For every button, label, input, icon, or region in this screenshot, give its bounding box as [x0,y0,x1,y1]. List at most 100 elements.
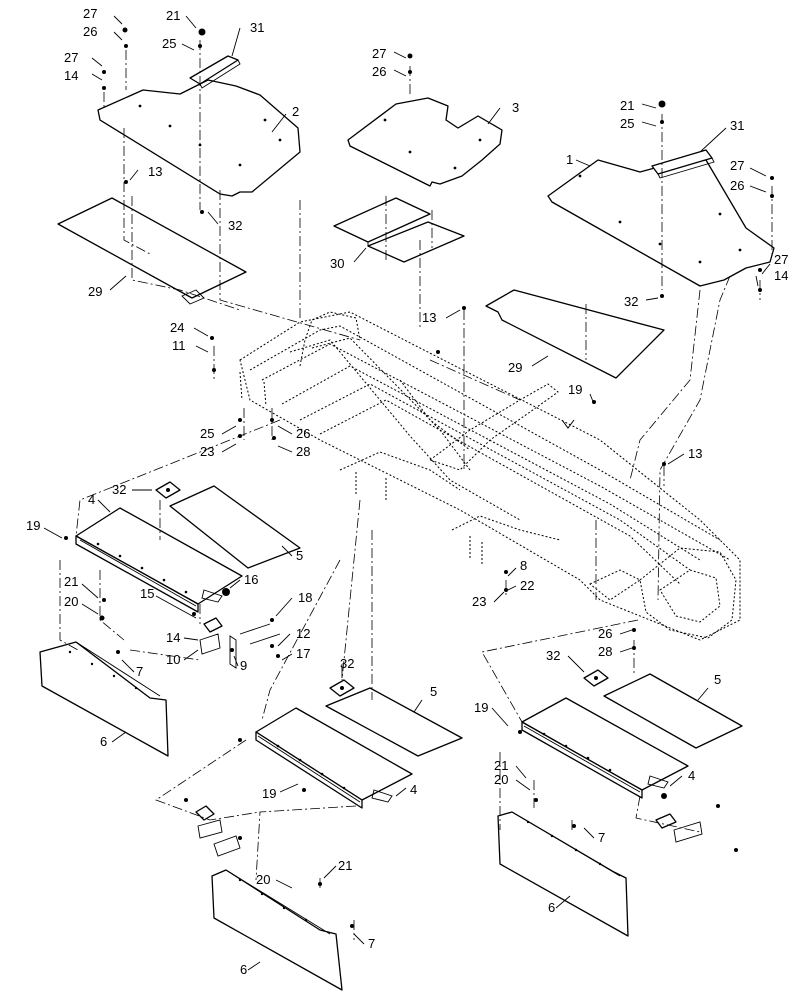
callout-20: 20 [64,594,78,609]
part-3-cover-panel [347,97,503,187]
callout-31: 31 [730,118,744,133]
callout-14: 14 [774,268,788,283]
callout-32: 32 [546,648,560,663]
callout-11: 11 [172,338,186,353]
part-5-mat-center [325,687,463,757]
callout-5: 5 [714,672,721,687]
callout-32: 32 [228,218,242,233]
callout-26: 26 [296,426,310,441]
callout-16: 16 [244,572,258,587]
part-2-cover-panel [97,79,301,197]
latch-hardware-left [199,617,281,669]
callout-21: 21 [64,574,78,589]
callout-20: 20 [494,772,508,787]
callout-19: 19 [26,518,40,533]
callout-6: 6 [548,900,555,915]
callout-19: 19 [262,786,276,801]
callout-9: 9 [240,658,247,673]
callout-32: 32 [340,656,354,671]
callout-4: 4 [88,492,95,507]
callout-31: 31 [250,20,264,35]
callout-13: 13 [422,310,436,325]
part-32-plate-center [329,679,355,697]
latch-hardware-center [184,798,242,857]
assembly-centerlines [59,40,773,940]
callout-25: 25 [162,36,176,51]
callout-27: 27 [64,50,78,65]
callout-28: 28 [598,644,612,659]
callout-26: 26 [372,64,386,79]
callout-28: 28 [296,444,310,459]
callout-20: 20 [256,872,270,887]
callout-labels: 27 26 21 25 31 27 14 2 13 32 29 27 26 3 … [26,6,788,977]
part-4-floor-center [255,707,413,809]
callout-32: 32 [624,294,638,309]
part-29-insulation-left [57,197,247,305]
callout-27: 27 [372,46,386,61]
callout-8: 8 [520,558,527,573]
callout-23: 23 [200,444,214,459]
callout-25: 25 [200,426,214,441]
part-6-mudflap-left [39,641,169,757]
callout-19: 19 [568,382,582,397]
callout-19: 19 [474,700,488,715]
part-32-plate-left [155,481,181,499]
callout-14: 14 [64,68,78,83]
callout-7: 7 [598,830,605,845]
callout-26: 26 [730,178,744,193]
callout-21: 21 [338,858,352,873]
callout-25: 25 [620,116,634,131]
part-5-mat-right [603,673,743,749]
callout-27: 27 [730,158,744,173]
callout-7: 7 [368,936,375,951]
callout-4: 4 [410,782,417,797]
callout-22: 22 [520,578,534,593]
part-4-floor-right [521,697,689,799]
callout-32: 32 [112,482,126,497]
callout-26: 26 [598,626,612,641]
callout-14: 14 [166,630,180,645]
callout-18: 18 [298,590,312,605]
callout-leaders [43,15,771,971]
callout-24: 24 [170,320,184,335]
callout-1: 1 [566,152,573,167]
callout-27: 27 [774,252,788,267]
callout-4: 4 [688,768,695,783]
callout-5: 5 [430,684,437,699]
callout-6: 6 [240,962,247,977]
main-frame [239,311,741,641]
callout-3: 3 [512,100,519,115]
callout-13: 13 [148,164,162,179]
callout-2: 2 [292,104,299,119]
callout-7: 7 [136,664,143,679]
hardware-fasteners [64,27,774,928]
part-32-plate-right [583,669,609,687]
callout-26: 26 [83,24,97,39]
part-30-insulation-center [333,197,465,263]
callout-10: 10 [166,652,180,667]
callout-30: 30 [330,256,344,271]
part-6-mudflap-right [497,811,629,937]
callout-29: 29 [88,284,102,299]
latch-hardware-right [655,804,738,852]
part-31-bracket-right [651,149,715,179]
callout-21: 21 [620,98,634,113]
callout-21: 21 [166,8,180,23]
callout-23: 23 [472,594,486,609]
callout-27: 27 [83,6,97,21]
part-29-insulation-right [485,289,665,379]
callout-6: 6 [100,734,107,749]
part-5-mat-left [169,485,301,569]
part-1-cover-panel [547,159,775,287]
callout-5: 5 [296,548,303,563]
callout-17: 17 [296,646,310,661]
part-6-mudflap-center [211,869,343,991]
callout-21: 21 [494,758,508,773]
callout-15: 15 [140,586,154,601]
callout-29: 29 [508,360,522,375]
callout-12: 12 [296,626,310,641]
part-4-floor-left [75,507,243,613]
callout-13: 13 [688,446,702,461]
part-31-bracket-left [189,55,241,89]
